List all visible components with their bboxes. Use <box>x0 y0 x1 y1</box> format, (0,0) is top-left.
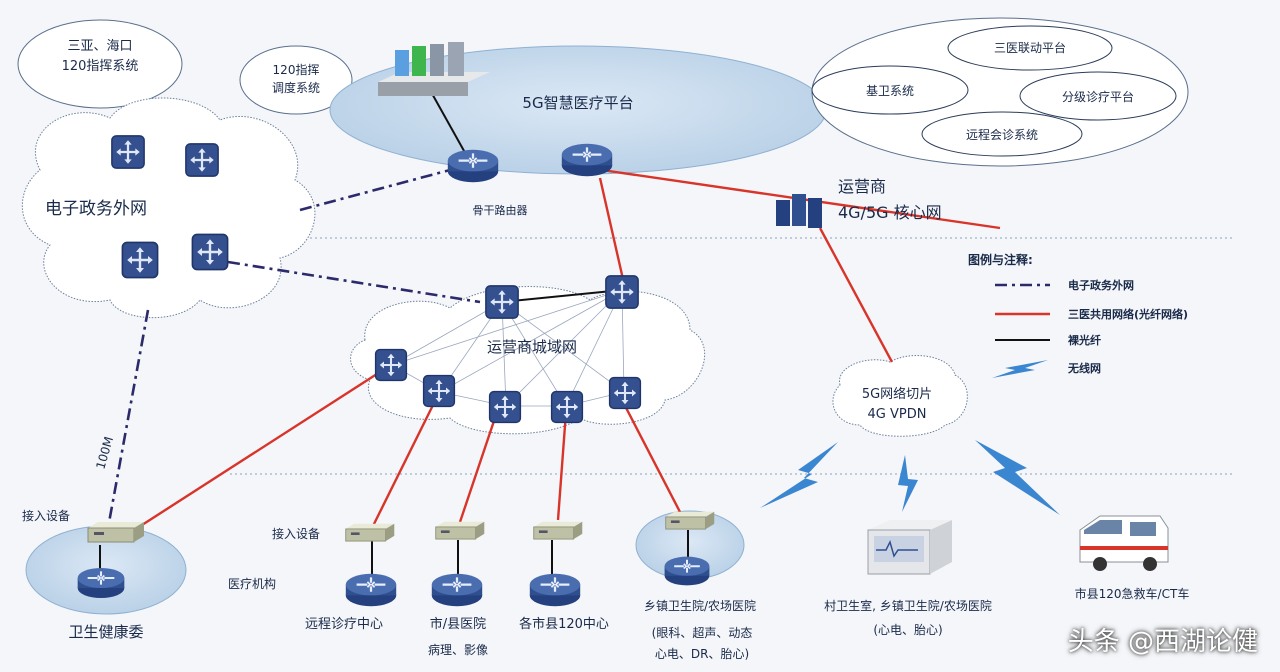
legend-item-gov: 电子政务外网 <box>1068 278 1134 292</box>
huizhen-label: 远程会诊系统 <box>966 127 1038 142</box>
sanya-label-1: 三亚、海口 <box>67 39 132 54</box>
sanya-command-bubble <box>17 19 183 109</box>
access-device-hospital <box>435 521 485 540</box>
slice-label-2: 4G VPDN <box>868 407 927 422</box>
dispatch-label-2: 调度系统 <box>272 80 320 95</box>
legend-item-bare-fiber: 裸光纤 <box>1068 333 1101 347</box>
metro-switch-6 <box>550 390 584 424</box>
township-label-2: (眼科、超声、动态 <box>652 625 753 640</box>
fenji-bubble <box>1019 71 1177 121</box>
city-hospital-label-2: 病理、影像 <box>428 642 488 657</box>
metro-switch-4 <box>422 374 456 408</box>
ambulance-label: 市县120急救车/CT车 <box>1075 586 1190 601</box>
core-network-icon <box>776 194 822 228</box>
metro-switch-1 <box>484 284 520 320</box>
city-hospital-label-1: 市/县医院 <box>430 616 486 632</box>
router-township <box>663 555 711 587</box>
router-remote <box>344 572 398 608</box>
gov-switch-3 <box>121 241 159 279</box>
health-commission-label: 卫生健康委 <box>68 623 143 641</box>
metro-mesh <box>391 289 625 407</box>
metro-switch-7 <box>608 376 642 410</box>
router-120 <box>528 572 582 608</box>
metro-switch-3 <box>374 348 408 382</box>
medical-org-label: 医疗机构 <box>228 576 276 591</box>
gov-switch-1 <box>110 134 146 170</box>
slice-label-1: 5G网络切片 <box>862 386 932 402</box>
village-label-1: 村卫生室, 乡镇卫生院/农场医院 <box>824 598 992 613</box>
dispatch-label-1: 120指挥 <box>273 62 320 77</box>
city-120-label: 各市县120中心 <box>519 616 609 632</box>
legend-title: 图例与注释: <box>968 252 1033 267</box>
sanyi-label: 三医联动平台 <box>994 40 1066 55</box>
township-label-1: 乡镇卫生院/农场医院 <box>644 599 756 613</box>
gov-net-label: 电子政务外网 <box>45 199 147 219</box>
backbone-router-2 <box>560 142 614 178</box>
huizhen-bubble <box>921 111 1083 157</box>
core-network-label: 4G/5G 核心网 <box>838 203 942 222</box>
backbone-router-1 <box>446 148 500 184</box>
platform-label: 5G智慧医疗平台 <box>522 94 633 112</box>
metro-net-label: 运营商城域网 <box>487 338 577 356</box>
server-rack-icon <box>378 42 490 96</box>
ecg-monitor-icon <box>867 520 952 575</box>
metro-switch-5 <box>488 390 522 424</box>
operator-label: 运营商 <box>838 177 886 196</box>
legend-swatch-wireless <box>992 360 1048 378</box>
legend-item-wireless: 无线网 <box>1067 361 1101 375</box>
dispatch-bubble <box>239 45 353 115</box>
bandwidth-label: 100M <box>93 435 116 471</box>
remote-center-label: 远程诊疗中心 <box>305 617 383 632</box>
access-device-health <box>87 521 145 543</box>
gov-switch-2 <box>184 142 220 178</box>
access-label-mid: 接入设备 <box>272 526 320 541</box>
township-label-3: 心电、DR、胎心) <box>655 647 749 661</box>
sanya-label-2: 120指挥系统 <box>62 59 139 74</box>
sanyi-bubble <box>947 25 1113 71</box>
access-label-left: 接入设备 <box>22 508 70 523</box>
access-device-remote <box>345 523 395 542</box>
gov-network-links <box>106 168 481 529</box>
gov-switch-4 <box>191 233 229 271</box>
router-hospital <box>430 572 484 608</box>
jiwei-label: 基卫系统 <box>866 84 914 98</box>
ambulance-icon <box>1079 515 1169 571</box>
village-label-2: (心电、胎心) <box>873 623 942 637</box>
fenji-label: 分级诊疗平台 <box>1062 89 1134 104</box>
jiwei-bubble <box>811 65 969 115</box>
slice-cloud <box>832 355 968 437</box>
gov-network-cloud <box>21 97 316 319</box>
router-health <box>76 566 126 600</box>
backbone-router-label: 骨干路由器 <box>473 203 528 217</box>
legend <box>992 283 1050 378</box>
wireless-links <box>760 440 1060 515</box>
legend-item-fiber-shared: 三医共用网络(光纤网络) <box>1068 307 1188 321</box>
access-device-120 <box>533 521 583 540</box>
metro-switch-2 <box>604 274 640 310</box>
bare-fiber-links <box>99 89 689 578</box>
watermark: 头条 @西湖论健 <box>1067 627 1258 657</box>
access-device-township <box>665 511 715 530</box>
